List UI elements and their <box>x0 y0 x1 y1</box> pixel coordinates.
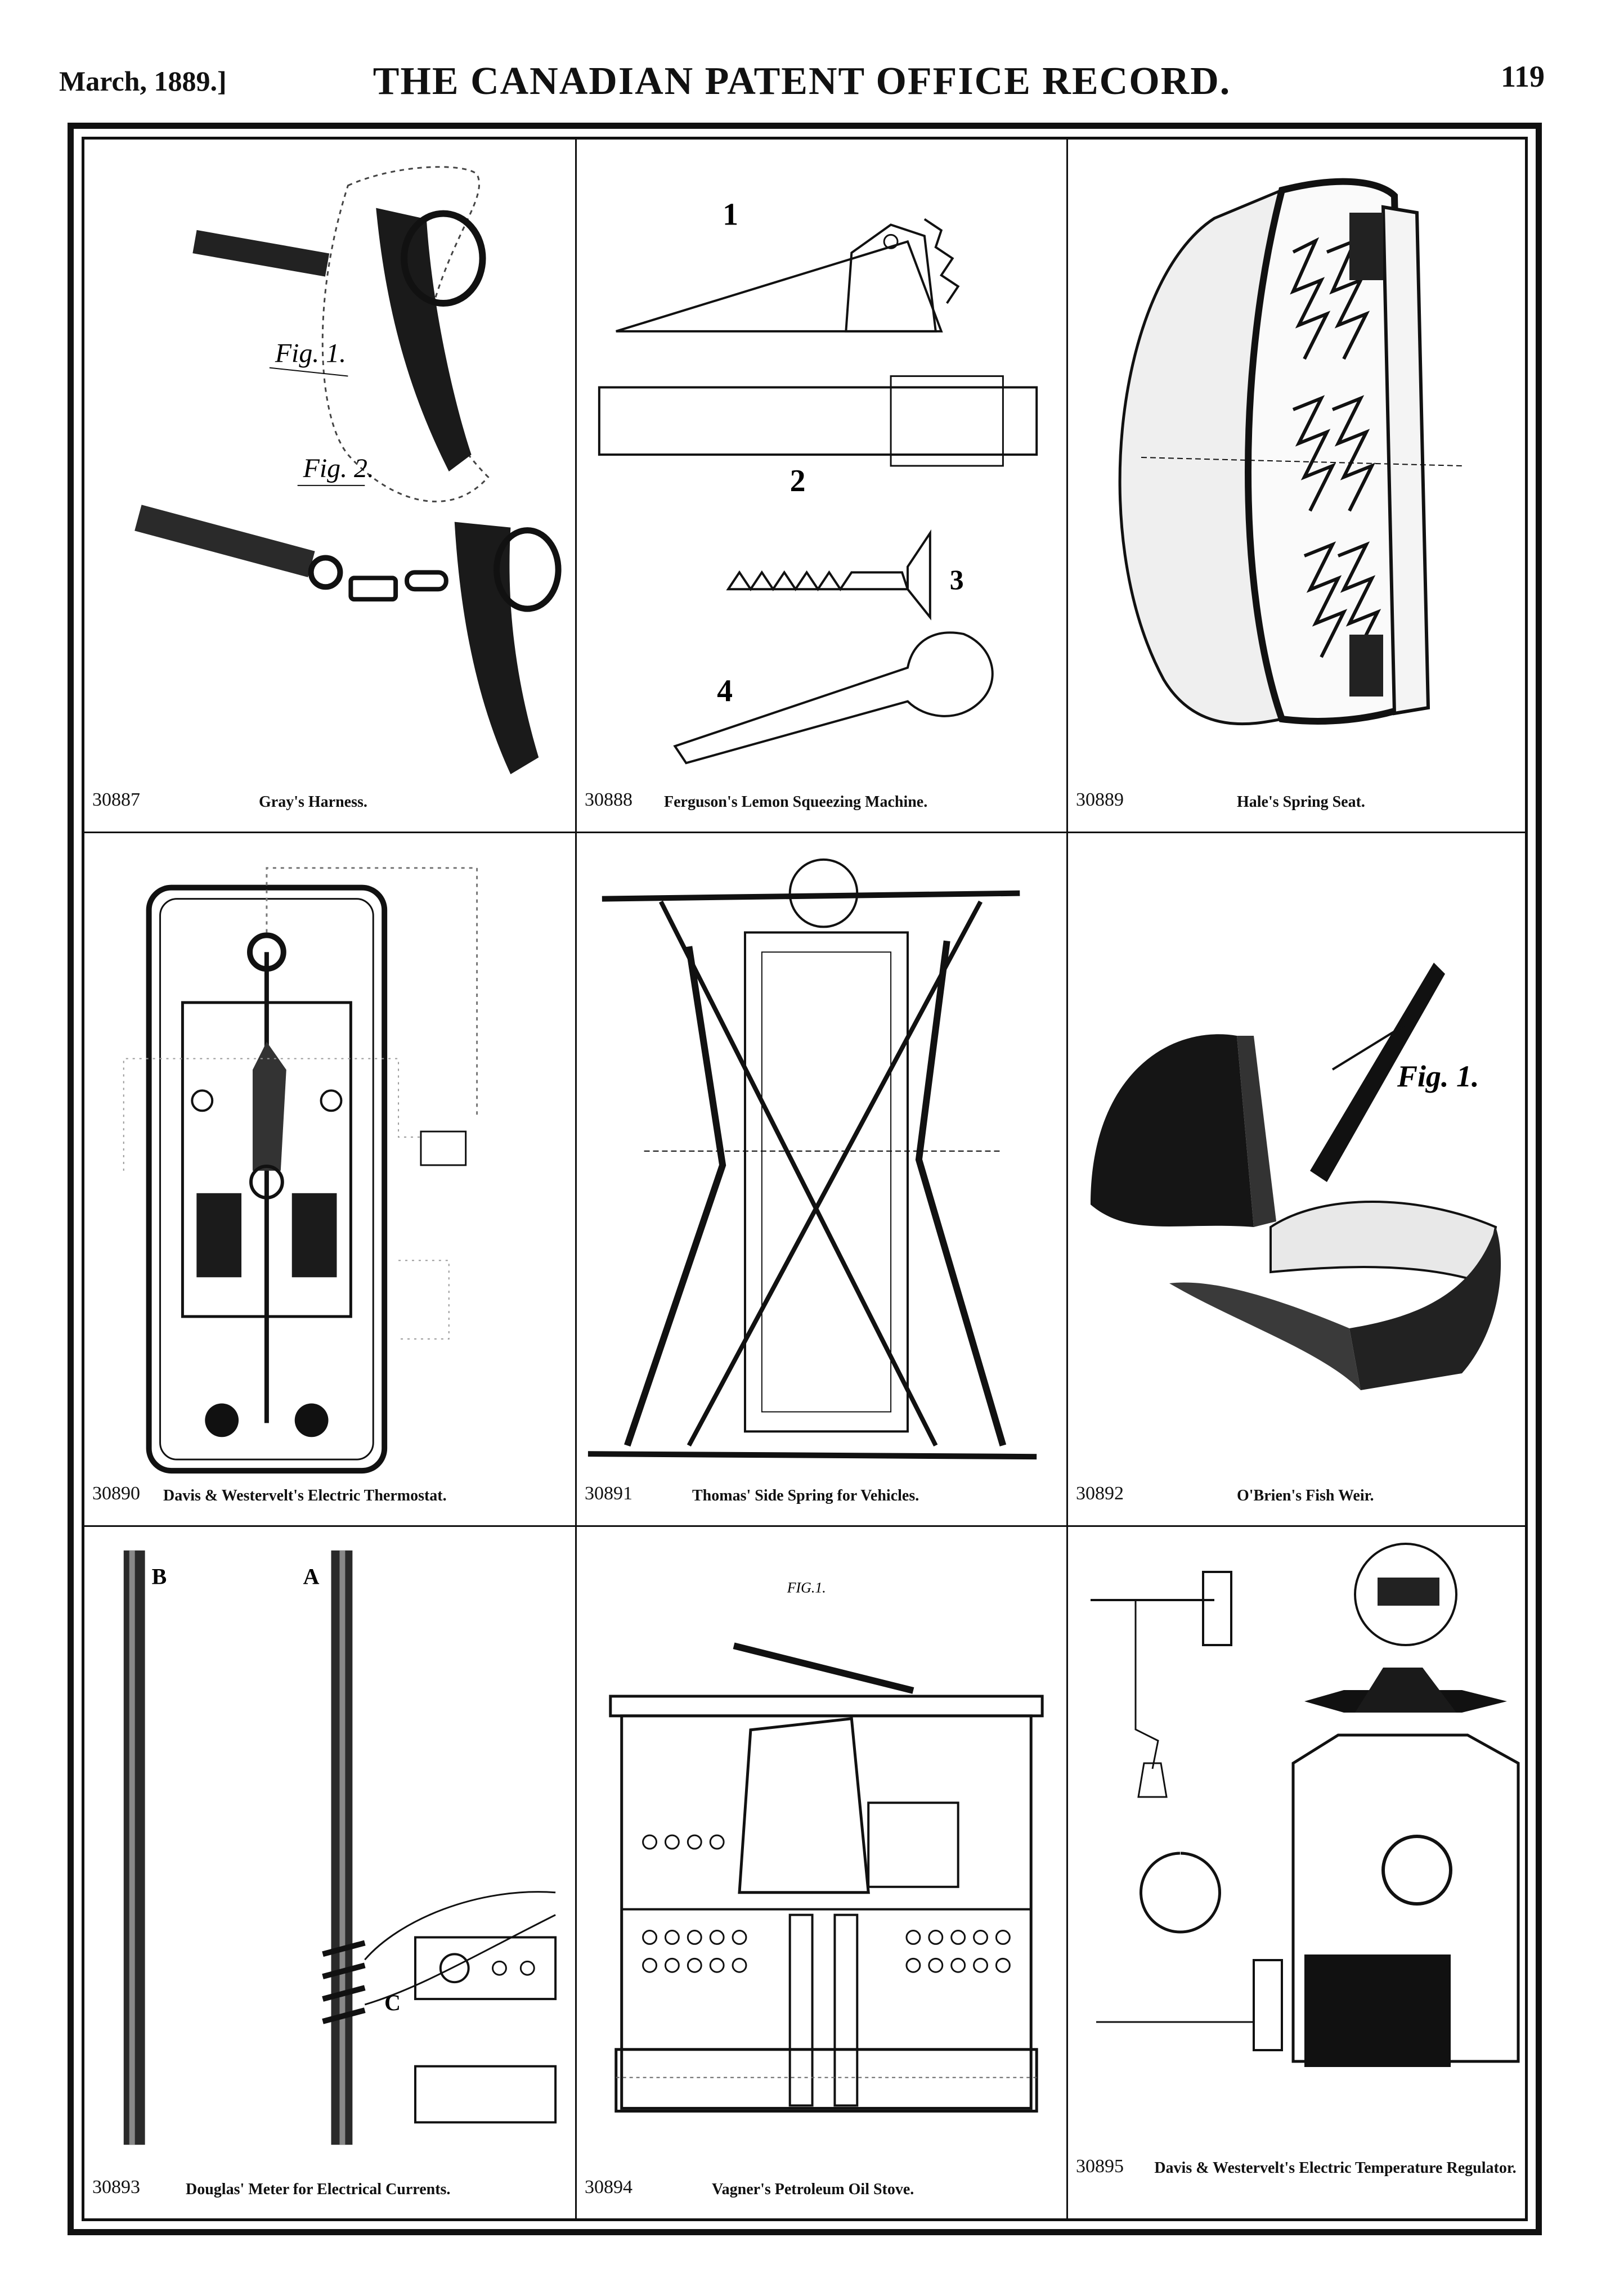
patent-caption: Davis & Westervelt's Electric Thermostat… <box>163 1487 447 1504</box>
fig-2-label: 2 <box>790 464 806 498</box>
patent-cell-30892: Fig. 1. 30892 O'Brien's Fish Weir. <box>1068 833 1525 1527</box>
fig-1-label: 1 <box>723 197 738 232</box>
meter-b-label: B <box>152 1564 167 1589</box>
patent-number: 30889 <box>1076 789 1124 810</box>
fig-4-label: 4 <box>717 674 733 709</box>
page-frame-inner <box>82 137 1528 2221</box>
page-number: 119 <box>1500 60 1545 93</box>
patent-number: 30893 <box>92 2177 140 2198</box>
patent-caption: Davis & Westervelt's Electric Temperatur… <box>1154 2159 1517 2177</box>
patent-number: 30895 <box>1076 2156 1124 2177</box>
patent-cell-30888: 1 2 3 4 30888 Ferguson's Lemon Squeezing… <box>577 140 1068 833</box>
patent-number: 30890 <box>92 1483 140 1504</box>
patent-number: 30894 <box>585 2177 632 2198</box>
patent-caption: Gray's Harness. <box>259 793 367 811</box>
patent-cell-30890: 30890 Davis & Westervelt's Electric Ther… <box>84 833 577 1527</box>
patent-cell-30893: B A C 30893 Douglas' Meter for Electrica… <box>84 1527 577 2218</box>
page-frame-outer <box>68 123 1542 2235</box>
patent-illustration-grid: Fig. 1. Fig. 2. 30887 Gray's Harness. 1 … <box>84 140 1525 2218</box>
publication-title: THE CANADIAN PATENT OFFICE RECORD. <box>373 60 1231 103</box>
patent-number: 30892 <box>1076 1483 1124 1504</box>
patent-number: 30888 <box>585 789 632 810</box>
patent-caption: Hale's Spring Seat. <box>1237 793 1365 811</box>
fig-1-label: FIG.1. <box>787 1580 826 1596</box>
fig-2-label: Fig. 2. <box>303 453 374 483</box>
side-spring-illustration <box>587 858 1037 1460</box>
patent-cell-30895: 30895 Davis & Westervelt's Electric Temp… <box>1068 1527 1525 2218</box>
patent-cell-30889: 30889 Hale's Spring Seat. <box>1068 140 1525 833</box>
patent-caption: Thomas' Side Spring for Vehicles. <box>692 1487 919 1504</box>
patent-cell-30894: FIG.1. 30894 Vagner's Petroleum Oil Stov… <box>577 1527 1068 2218</box>
patent-caption: O'Brien's Fish Weir. <box>1237 1487 1374 1504</box>
oil-stove-illustration: FIG.1. <box>609 1580 1044 2113</box>
patent-number: 30887 <box>92 789 140 810</box>
fig-3-label: 3 <box>950 564 964 595</box>
patent-cell-30887: Fig. 1. Fig. 2. 30887 Gray's Harness. <box>84 140 577 833</box>
fig-1-label: Fig. 1. <box>275 339 346 369</box>
electric-thermostat-illustration <box>123 867 478 1474</box>
temperature-regulator-illustration <box>1091 1543 1520 2067</box>
patent-caption: Ferguson's Lemon Squeezing Machine. <box>664 793 928 811</box>
patent-number: 30891 <box>585 1483 632 1504</box>
meter-a-label: A <box>303 1564 320 1589</box>
patent-caption: Douglas' Meter for Electrical Currents. <box>186 2181 451 2198</box>
page-header: March, 1889.] THE CANADIAN PATENT OFFICE… <box>59 53 1545 104</box>
issue-date: March, 1889.] <box>59 65 227 97</box>
spring-seat-illustration <box>1118 178 1463 726</box>
lemon-squeezer-illustration: 1 2 3 4 <box>598 197 1038 765</box>
fig-1-label: Fig. 1. <box>1397 1059 1479 1093</box>
electrical-meter-illustration: B A C <box>123 1550 557 2145</box>
harness-hame-illustration: Fig. 1. Fig. 2. <box>134 166 562 775</box>
meter-c-label: C <box>384 1990 401 2015</box>
fish-weir-illustration: Fig. 1. <box>1091 963 1501 1390</box>
patent-cell-30891: 30891 Thomas' Side Spring for Vehicles. <box>577 833 1068 1527</box>
patent-caption: Vagner's Petroleum Oil Stove. <box>712 2181 914 2198</box>
